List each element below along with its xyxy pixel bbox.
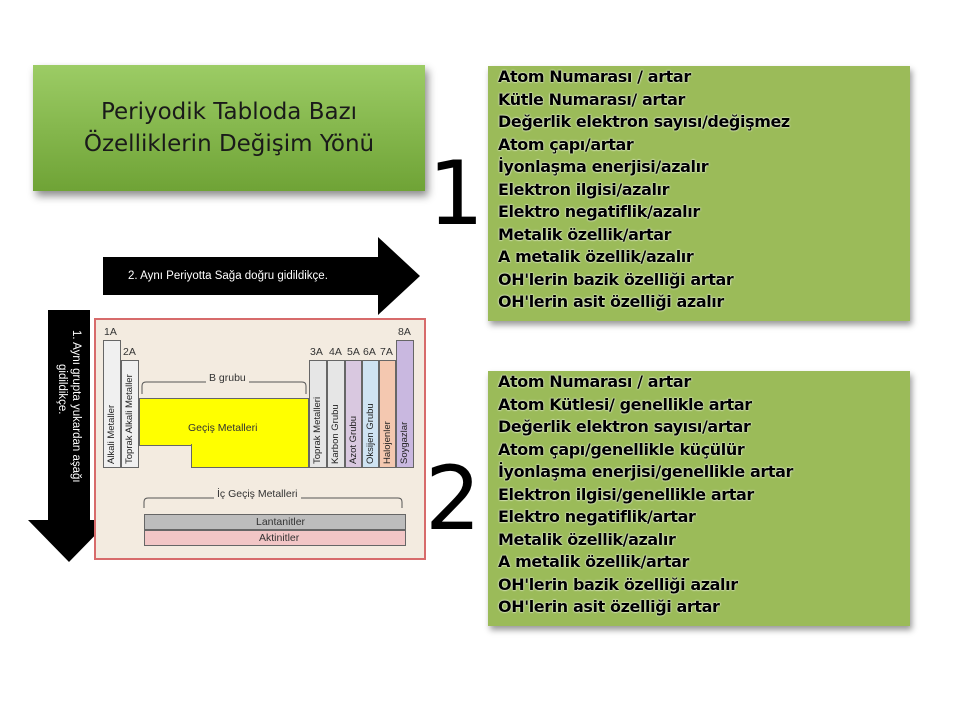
list1-item: Atom Numarası / artar (498, 67, 691, 86)
b-group-label: B grubu (206, 372, 249, 384)
group-3a-label: 3A (310, 346, 323, 358)
group-8a-label: 8A (398, 326, 411, 338)
noble-gases-column (396, 340, 414, 468)
properties-list-period: Atom Numarası / artar Kütle Numarası/ ar… (488, 66, 910, 321)
inner-transition-label: İç Geçiş Metalleri (214, 488, 301, 500)
list2-item: Atom Numarası / artar (498, 372, 691, 391)
halogens-column (379, 360, 396, 468)
oxygen-group-label: Oksijen Grubu (365, 403, 376, 464)
boron-group-label: Toprak Metalleri (312, 396, 323, 464)
oxygen-group-column (362, 360, 379, 468)
list1-item: Metalik özellik/artar (498, 224, 672, 244)
down-arrow-label-line1: 1. Aynı grupta yukardan aşağı (70, 330, 82, 483)
alkaline-earth-column (121, 360, 139, 468)
transition-metals-block (139, 398, 309, 446)
down-arrow-label-line2: gidildikçe. (56, 364, 68, 415)
list2-item: Metalik özellik/azalır (498, 529, 676, 549)
lanthanides-row (144, 514, 406, 530)
actinides-row (144, 530, 406, 546)
list1-item: Elektron ilgisi/azalır (498, 179, 670, 199)
list2-item: A metalik özellik/artar (498, 552, 690, 571)
group-4a-label: 4A (329, 346, 342, 358)
list2-item: OH'lerin asit özelliği artar (498, 597, 720, 616)
list2-item: Değerlik elektron sayısı/artar (498, 417, 751, 436)
number-one: 1 (428, 142, 484, 245)
group-1a-label: 1A (104, 326, 117, 338)
list1-item: Atom çapı/artar (498, 134, 634, 154)
title-box: Periyodik Tabloda Bazı Özelliklerin Deği… (33, 65, 425, 191)
list2-item: Elektron ilgisi/genellikle artar (498, 484, 754, 504)
title-line-2: Özelliklerin Değişim Yönü (83, 131, 375, 157)
carbon-group-label: Karbon Grubu (330, 404, 341, 464)
list1-item: A metalik özellik/azalır (498, 247, 694, 266)
list1-item: Kütle Numarası/ artar (498, 89, 686, 109)
down-arrow-icon (28, 310, 110, 562)
carbon-group-column (327, 360, 345, 468)
number-two: 2 (425, 447, 481, 550)
properties-list-group: Atom Numarası / artar Atom Kütlesi/ gene… (488, 371, 910, 626)
nitrogen-group-label: Azot Grubu (348, 415, 359, 464)
noble-gases-label: Soygazlar (399, 421, 410, 464)
group-2a-label: 2A (123, 346, 136, 358)
halogens-label: Halojenler (382, 421, 393, 464)
down-arrow-label: 1. Aynı grupta yukardan aşağı gidildikçe… (42, 330, 96, 510)
transition-metals-label: Geçiş Metalleri (188, 422, 258, 434)
periodic-table-diagram: 1A 2A 3A 4A 5A 6A 7A 8A Alkali Metaller … (94, 318, 426, 560)
list2-item: Elektro negatiflik/artar (498, 507, 696, 526)
right-arrow-label: 2. Aynı Periyotta Sağa doğru gidildikçe. (128, 270, 328, 282)
alkaline-earth-label: Toprak Alkali Metaller (124, 374, 135, 464)
list1-item: OH'lerin asit özelliği azalır (498, 292, 724, 311)
list1-item: Elektro negatiflik/azalır (498, 202, 700, 221)
actinides-label: Aktinitler (259, 532, 300, 544)
boron-group-column (309, 360, 327, 468)
list1-item: Değerlik elektron sayısı/değişmez (498, 112, 790, 131)
list1-item: İyonlaşma enerjisi/azalır (498, 157, 709, 176)
group-5a-label: 5A (347, 346, 360, 358)
right-arrow-icon (103, 237, 420, 315)
alkali-metals-column (103, 340, 121, 468)
nitrogen-group-column (345, 360, 362, 468)
list2-item: Atom çapı/genellikle küçülür (498, 439, 745, 459)
lanthanides-label: Lantanitler (256, 516, 306, 528)
list2-item: Atom Kütlesi/ genellikle artar (498, 394, 752, 414)
list2-item: İyonlaşma enerjisi/genellikle artar (498, 462, 793, 481)
list1-item: OH'lerin bazik özelliği artar (498, 269, 734, 289)
transition-metals-lower (191, 444, 309, 468)
list2-item: OH'lerin bazik özelliği azalır (498, 574, 738, 594)
title-line-1: Periyodik Tabloda Bazı (100, 99, 358, 125)
alkali-metals-label: Alkali Metaller (106, 404, 117, 464)
group-7a-label: 7A (380, 346, 393, 358)
group-6a-label: 6A (363, 346, 376, 358)
